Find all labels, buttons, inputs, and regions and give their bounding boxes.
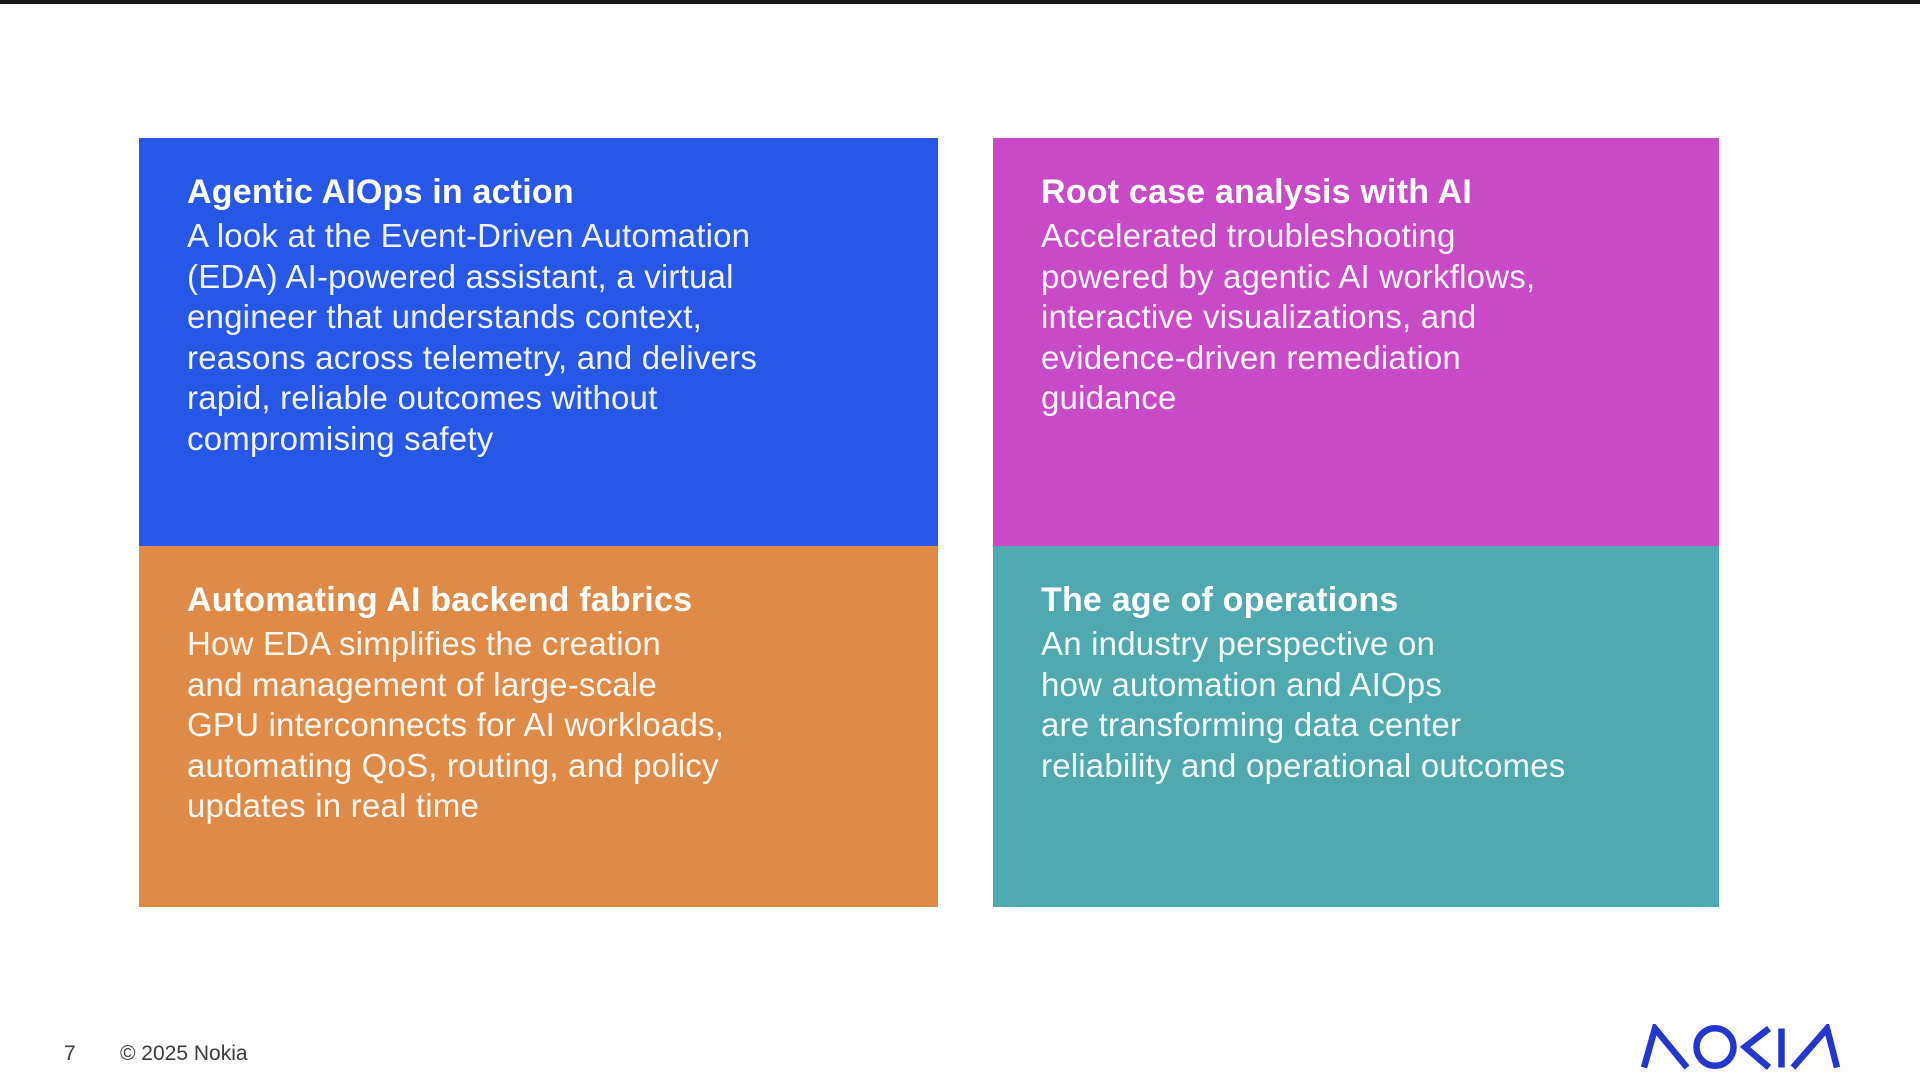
top-edge-bar xyxy=(0,0,1920,4)
page-number: 7 xyxy=(64,1042,76,1065)
nokia-logo xyxy=(1641,1024,1847,1070)
slide-footer: 7 © 2025 Nokia xyxy=(0,1042,1920,1072)
card-age-of-operations: The age of operations An industry perspe… xyxy=(993,546,1719,907)
card-root-case-analysis: Root case analysis with AI Accelerated t… xyxy=(993,138,1719,546)
card-body: An industry perspective on how automatio… xyxy=(1041,625,1566,784)
card-agentic-aiops: Agentic AIOps in action A look at the Ev… xyxy=(139,138,938,546)
copyright-text: © 2025 Nokia xyxy=(120,1042,248,1065)
card-body: How EDA simplifies the creation and mana… xyxy=(187,625,725,824)
card-title: Automating AI backend fabrics xyxy=(187,581,693,619)
nokia-logo-icon xyxy=(1641,1024,1841,1070)
card-body: A look at the Event-Driven Automation (E… xyxy=(187,217,758,457)
card-body: Accelerated troubleshooting powered by a… xyxy=(1041,217,1536,416)
card-automating-fabrics: Automating AI backend fabrics How EDA si… xyxy=(139,546,938,907)
card-title: Root case analysis with AI xyxy=(1041,173,1472,211)
card-title: Agentic AIOps in action xyxy=(187,173,574,211)
card-title: The age of operations xyxy=(1041,581,1399,619)
